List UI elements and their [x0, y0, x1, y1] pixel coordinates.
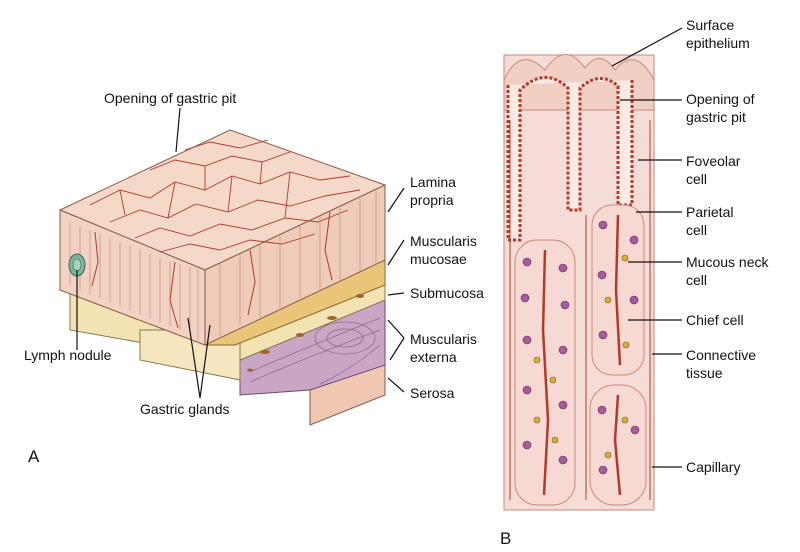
label-chief-cell: Chief cell: [686, 312, 744, 328]
gland-lumens: [541, 214, 622, 496]
label-muscularis-externa: Muscularis externa: [410, 331, 477, 365]
panel-a-leaders: [76, 107, 405, 399]
label-connective-tissue: Connective tissue: [686, 347, 757, 381]
label-foveolar-cell: Foveolar cell: [686, 153, 741, 187]
label-lymph-nodule: Lymph nodule: [24, 347, 112, 363]
mucosa-vessels: [91, 211, 333, 329]
panel-letter-b: B: [500, 529, 512, 548]
gastric-pits: [506, 76, 634, 242]
chief-cells: [533, 254, 630, 459]
label-opening-gastric-pit-b: Opening of gastric pit: [686, 91, 755, 125]
panel-b-leaders: [611, 27, 683, 468]
capillaries: [509, 120, 651, 500]
label-opening-gastric-pit-a: Opening of gastric pit: [104, 90, 237, 106]
label-muscularis-mucosae: Muscularis mucosae: [410, 233, 477, 267]
surface-vessel-network: [89, 139, 361, 253]
label-mucous-neck-cell: Mucous neck cell: [686, 254, 769, 288]
label-serosa: Serosa: [410, 385, 455, 401]
panel-letter-a: A: [28, 447, 40, 466]
muscle-fibers: [249, 317, 381, 385]
label-capillary: Capillary: [686, 459, 741, 475]
parietal-cells: [520, 220, 640, 475]
submucosa-spots: [247, 294, 364, 372]
label-gastric-glands: Gastric glands: [140, 401, 230, 417]
label-parietal-cell: Parietal cell: [686, 204, 734, 238]
gland-lower: [589, 384, 647, 506]
label-surface-epithelium: Surface epithelium: [686, 17, 750, 51]
label-submucosa: Submucosa: [410, 285, 484, 301]
label-lamina-propria: Lamina propria: [410, 174, 456, 208]
gastric-gland-section: [503, 54, 655, 511]
stomach-wall-block: [58, 129, 387, 426]
